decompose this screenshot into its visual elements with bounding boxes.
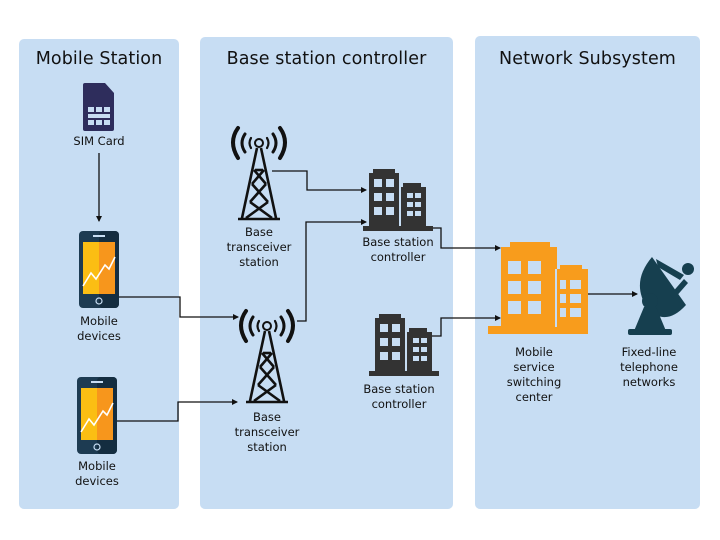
wire-bts-1-to-bsc-1 [272, 170, 367, 193]
cell-tower-icon [231, 126, 287, 221]
smartphone-icon [77, 377, 117, 454]
label-bts-1: Base transceiver station [226, 225, 292, 269]
panel-base-station-controller: Base station controller [200, 37, 453, 509]
building-icon [488, 242, 588, 334]
panel-title-mobile-station: Mobile Station [35, 49, 163, 69]
cell-tower-icon [239, 309, 295, 404]
label-pstn: Fixed-line telephone networks [620, 345, 678, 389]
label-msc: Mobile service switching center [506, 345, 562, 404]
wire-bsc-1-to-msc [431, 227, 501, 251]
label-bts-2: Base transceiver station [234, 410, 300, 454]
satellite-dish-icon [628, 257, 694, 335]
panel-title-base-station-controller: Base station controller [226, 49, 427, 69]
wire-bts-2-to-bsc-1 [297, 219, 367, 322]
wire-mobile-2-to-bts-2 [117, 399, 238, 422]
label-bsc-1: Base station controller [362, 235, 434, 264]
label-bsc-2: Base station controller [363, 382, 435, 411]
label-sim-card: SIM Card [73, 134, 125, 148]
wire-mobile-1-to-bts-2 [119, 296, 239, 320]
building-icon [369, 314, 439, 376]
sim-card-icon [83, 83, 114, 131]
panel-title-network-subsystem: Network Subsystem [499, 49, 676, 69]
wire-bsc-2-to-msc [431, 315, 501, 337]
smartphone-icon [79, 231, 119, 308]
building-icon [363, 169, 433, 231]
label-mobile-device-2: Mobile devices [75, 459, 119, 488]
label-mobile-device-1: Mobile devices [77, 314, 121, 343]
